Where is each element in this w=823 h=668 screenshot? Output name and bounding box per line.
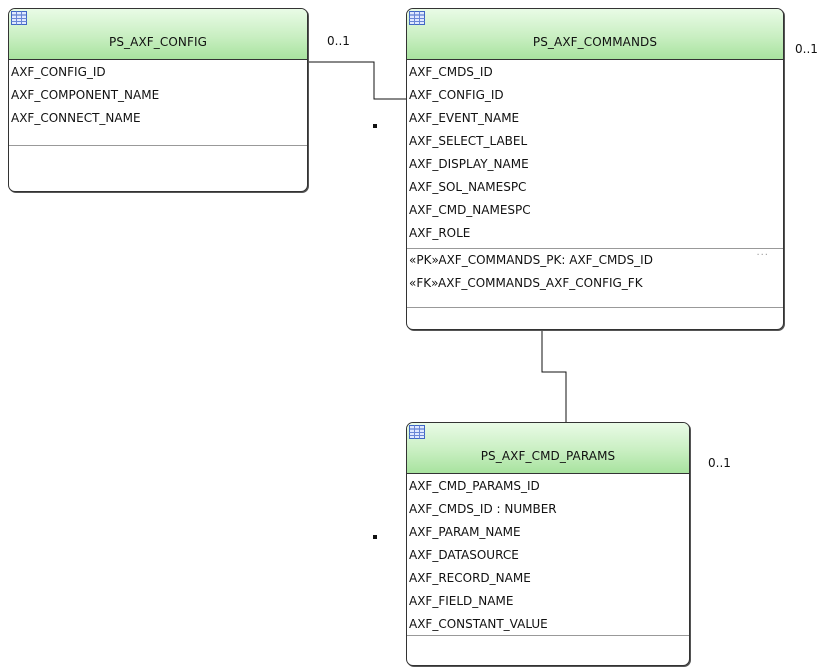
attribute-row: AXF_CONFIG_ID <box>409 88 504 102</box>
entity-ps-axf-config[interactable]: PS_AXF_CONFIG AXF_CONFIG_ID AXF_COMPONEN… <box>8 8 308 192</box>
relationship-end-marker <box>373 535 377 539</box>
attribute-row: AXF_CONSTANT_VALUE <box>409 617 548 631</box>
attribute-row: AXF_CMDS_ID : NUMBER <box>409 502 557 516</box>
entity-header: PS_AXF_COMMANDS <box>407 9 783 60</box>
cardinality-label-commands: 0..1 <box>795 42 818 56</box>
entity-title: PS_AXF_CONFIG <box>108 35 208 49</box>
attribute-row: AXF_CONFIG_ID <box>11 65 106 79</box>
attribute-row: AXF_PARAM_NAME <box>409 525 521 539</box>
attribute-row: AXF_SOL_NAMESPC <box>409 180 527 194</box>
entity-title: PS_AXF_CMD_PARAMS <box>480 449 616 463</box>
attribute-row: AXF_COMPONENT_NAME <box>11 88 160 102</box>
attribute-row: AXF_DATASOURCE <box>409 548 519 562</box>
attribute-row: AXF_CMDS_ID <box>409 65 493 79</box>
attribute-row: AXF_CMD_PARAMS_ID <box>409 479 540 493</box>
attribute-list: AXF_CMDS_ID AXF_CONFIG_ID AXF_EVENT_NAME… <box>407 60 783 248</box>
cardinality-label-config: 0..1 <box>327 34 350 48</box>
section-divider <box>407 307 783 308</box>
attribute-row: AXF_CMD_NAMESPC <box>409 203 531 217</box>
table-icon <box>409 11 425 25</box>
config-commands-connector <box>306 61 406 100</box>
attribute-row: AXF_ROLE <box>409 226 471 240</box>
table-icon <box>11 11 27 25</box>
section-divider <box>407 248 783 249</box>
entity-header: PS_AXF_CMD_PARAMS <box>407 423 689 474</box>
key-row: «PK»AXF_COMMANDS_PK: AXF_CMDS_ID <box>409 253 653 267</box>
attribute-row: AXF_EVENT_NAME <box>409 111 520 125</box>
entity-header: PS_AXF_CONFIG <box>9 9 307 60</box>
attribute-row: AXF_SELECT_LABEL <box>409 134 528 148</box>
entity-ps-axf-commands[interactable]: PS_AXF_COMMANDS AXF_CMDS_ID AXF_CONFIG_I… <box>406 8 784 330</box>
section-divider <box>9 145 307 146</box>
entity-title: PS_AXF_COMMANDS <box>532 35 658 49</box>
attribute-list: AXF_CMD_PARAMS_ID AXF_CMDS_ID : NUMBER A… <box>407 474 689 639</box>
cardinality-label-params: 0..1 <box>708 456 731 470</box>
relationship-end-marker <box>373 124 377 128</box>
entity-ps-axf-cmd-params[interactable]: PS_AXF_CMD_PARAMS AXF_CMD_PARAMS_ID AXF_… <box>406 422 690 666</box>
commands-params-connector <box>541 329 567 422</box>
attribute-list: AXF_CONFIG_ID AXF_COMPONENT_NAME AXF_CON… <box>9 60 307 133</box>
key-list: «PK»AXF_COMMANDS_PK: AXF_CMDS_ID «FK»AXF… <box>407 249 783 298</box>
section-divider <box>407 635 689 636</box>
more-attributes-indicator: ... <box>756 247 769 258</box>
attribute-row: AXF_FIELD_NAME <box>409 594 514 608</box>
attribute-row: AXF_RECORD_NAME <box>409 571 531 585</box>
key-row: «FK»AXF_COMMANDS_AXF_CONFIG_FK <box>409 276 643 290</box>
attribute-row: AXF_DISPLAY_NAME <box>409 157 529 171</box>
table-icon <box>409 425 425 439</box>
attribute-row: AXF_CONNECT_NAME <box>11 111 141 125</box>
